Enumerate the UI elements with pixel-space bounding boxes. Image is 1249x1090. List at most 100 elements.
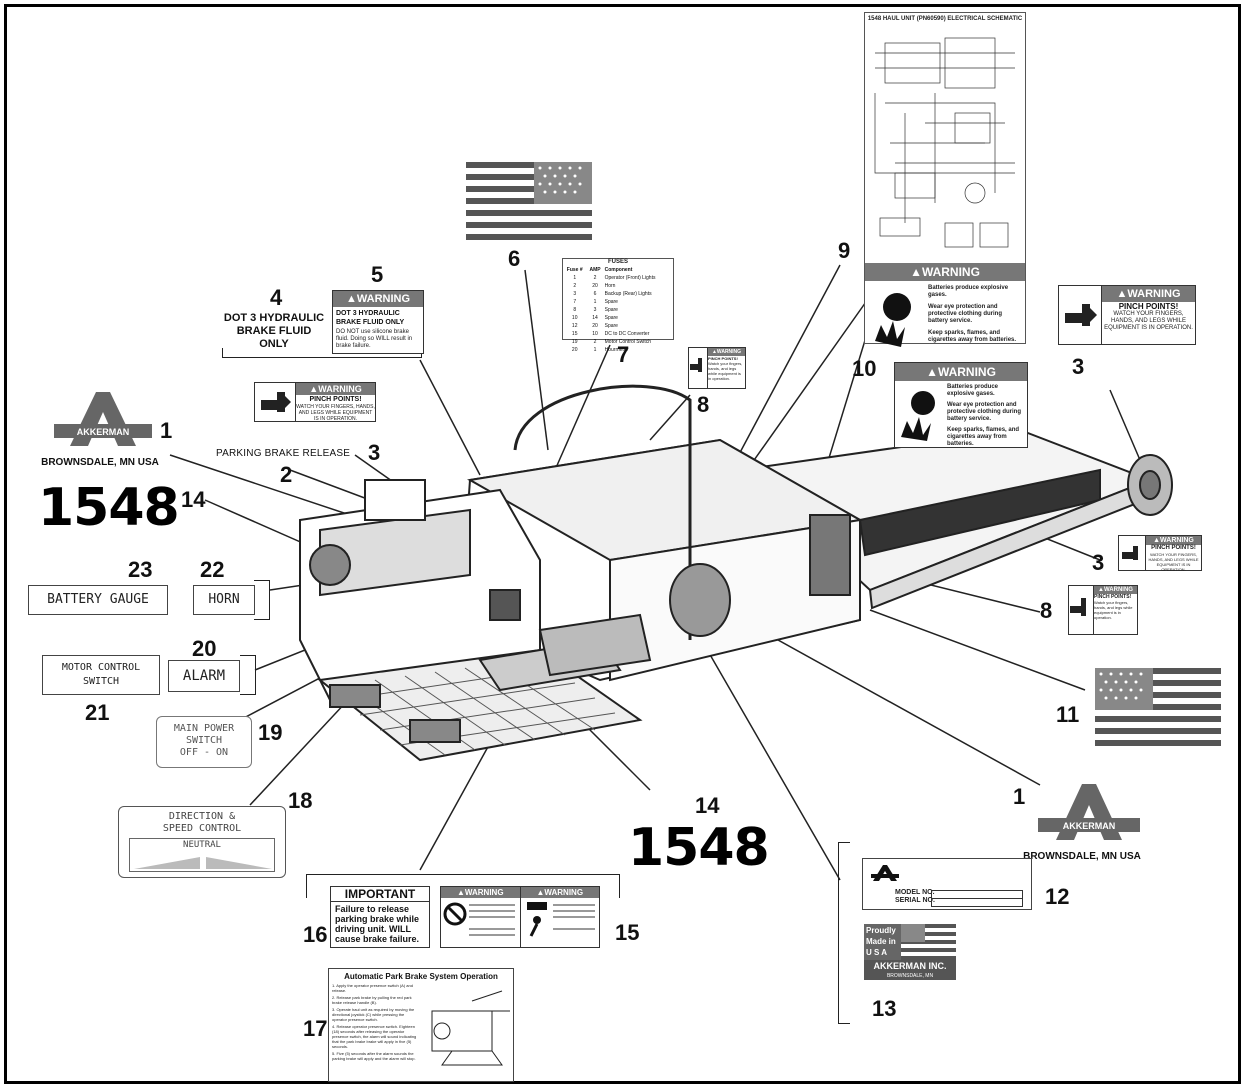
callout-9: 9	[838, 238, 851, 263]
fuse-cell: Horn	[604, 283, 616, 289]
schematic-diagram	[874, 37, 1015, 248]
fuse-cell: 1	[593, 347, 597, 353]
model-no-label: MODEL NO.	[895, 889, 935, 896]
callout-bracket	[838, 842, 850, 1024]
fuse-cell: DC to DC Converter	[604, 331, 650, 337]
serial-plate-decal: MODEL NO. SERIAL NO.	[862, 858, 1032, 910]
fuse-cell: Operator (Front) Lights	[604, 275, 656, 281]
schematic-title: 1548 HAUL UNIT (PN60590) ELECTRICAL SCHE…	[867, 16, 1023, 22]
park-brake-step: 4. Release operator presence switch. Eig…	[332, 1024, 417, 1049]
fuse-cell: 14	[592, 315, 598, 321]
callout-8: 8	[697, 392, 710, 417]
logo-location: BROWNSDALE, MN USA	[41, 457, 159, 468]
fuses-header: Fuse #	[566, 267, 583, 273]
callout-bracket	[306, 874, 620, 898]
callout-16: 16	[303, 922, 328, 947]
callout-bracket	[254, 580, 270, 620]
fuse-row: 1 2 Operator (Front) Lights	[563, 274, 673, 282]
serial-no-field	[931, 898, 1023, 907]
warning-header: ▲WARNING	[1102, 286, 1195, 302]
electrical-schematic-decal: 1548 HAUL UNIT (PN60590) ELECTRICAL SCHE…	[864, 12, 1026, 347]
horn-text: HORN	[208, 592, 240, 607]
warning-header: ▲WARNING	[708, 348, 745, 356]
us-flag-decal	[466, 162, 592, 240]
park-brake-system-decal: Automatic Park Brake System Operation 1.…	[328, 968, 514, 1082]
fuse-cell: Spare	[604, 315, 618, 321]
pinch-points-small-decal: ▲WARNING PINCH POINTS! Watch your finger…	[688, 347, 746, 389]
pinch-title: PINCH POINTS!	[1151, 545, 1196, 551]
fuse-cell: 3	[593, 307, 597, 313]
pinch-body: WATCH YOUR FINGERS, HANDS, AND LEGS WHIL…	[1104, 311, 1193, 331]
warning-header: ▲WARNING	[1094, 586, 1137, 594]
akkerman-a-icon	[871, 865, 899, 881]
callout-12: 12	[1045, 884, 1070, 909]
battery-warning-line1: Batteries produce explosive gases.	[947, 384, 999, 397]
explosion-icon	[865, 281, 925, 353]
battery-warning-line2: Wear eye protection and protective cloth…	[928, 304, 1003, 324]
dot3-line3: ONLY	[259, 338, 289, 350]
fuse-cell: 19	[571, 339, 578, 345]
callout-2: 2	[280, 462, 293, 487]
warning-header: ▲WARNING	[895, 363, 1027, 381]
warning-header: ▲WARNING	[333, 291, 423, 307]
callout-21: 21	[85, 700, 110, 725]
horn-label: HORN	[193, 585, 255, 615]
callout-3: 3	[368, 440, 381, 465]
made-line1: Proudly	[866, 926, 896, 935]
warning-header: ▲WARNING	[441, 887, 520, 898]
direction-speed-control-label: DIRECTION & SPEED CONTROL NEUTRAL	[118, 806, 286, 878]
callout-22: 22	[200, 557, 225, 582]
callout-7: 7	[617, 342, 630, 367]
callout-1: 1	[1013, 784, 1026, 809]
callout-5: 5	[371, 262, 384, 287]
fuse-cell: 3	[573, 291, 577, 297]
fuse-cell: 2	[573, 283, 577, 289]
callout-14: 14	[181, 487, 206, 512]
serial-no-label: SERIAL NO.	[895, 897, 935, 904]
pinch-title: PINCH POINTS!	[1118, 302, 1179, 311]
callout-11: 11	[1056, 702, 1080, 727]
dot3-line1: DOT 3 HYDRAULIC	[223, 312, 325, 324]
fuses-header: Component	[604, 267, 633, 273]
made-city: BROWNSDALE, MN	[864, 973, 956, 980]
fuses-title: FUSES	[607, 259, 628, 265]
svg-text:AKKERMAN: AKKERMAN	[1063, 821, 1116, 831]
callout-13: 13	[872, 996, 897, 1021]
callout-18: 18	[288, 788, 313, 813]
fuse-cell: 2	[593, 275, 597, 281]
fuses-header: AMP	[589, 267, 601, 273]
direction-line2: SPEED CONTROL	[162, 823, 242, 834]
battery-warning-decal: ▲WARNING Batteries produce explosive gas…	[894, 362, 1028, 448]
made-line3: U S A	[866, 948, 888, 957]
battery-warning-line2: Wear eye protection and protective cloth…	[947, 402, 1022, 422]
callout-3: 3	[1092, 550, 1105, 575]
pinch-small-title: PINCH POINTS!	[1094, 594, 1132, 600]
dot3-decal: DOT 3 HYDRAULIC BRAKE FLUID ONLY	[218, 312, 330, 351]
fuse-cell: 20	[571, 347, 578, 353]
fuses-table: Fuse # AMP Component 1 2 Operator (Front) …	[563, 266, 673, 354]
fuse-cell: 7	[573, 299, 577, 305]
pinch-body: WATCH YOUR FINGERS, HANDS, AND LEGS WHIL…	[1148, 552, 1199, 572]
made-company: AKKERMAN INC.	[864, 960, 956, 973]
akkerman-logo: AKKERMAN BROWNSDALE, MN USA	[30, 388, 170, 468]
unit-number-decal: 1548	[628, 818, 770, 878]
dual-warning-decal: ▲WARNING ▲WARNING	[440, 886, 600, 948]
brake-warning-title: DOT 3 HYDRAULIC BRAKE FLUID ONLY	[336, 310, 405, 326]
callout-23: 23	[128, 557, 153, 582]
fuse-cell: 1	[573, 275, 577, 281]
pinch-body: WATCH YOUR FINGERS, HANDS, AND LEGS WHIL…	[296, 404, 375, 422]
hand-pinch-icon	[255, 383, 296, 421]
fuse-cell: Motor Control Switch	[604, 339, 652, 345]
warning-header: ▲WARNING	[1146, 536, 1201, 545]
fuse-cell: 2	[593, 339, 597, 345]
fuse-cell: 8	[573, 307, 577, 313]
park-brake-illustration	[431, 990, 511, 1066]
pinch-points-warning-decal: ▲WARNING PINCH POINTS! WATCH YOUR FINGER…	[1058, 285, 1196, 345]
fuse-cell: 6	[593, 291, 597, 297]
